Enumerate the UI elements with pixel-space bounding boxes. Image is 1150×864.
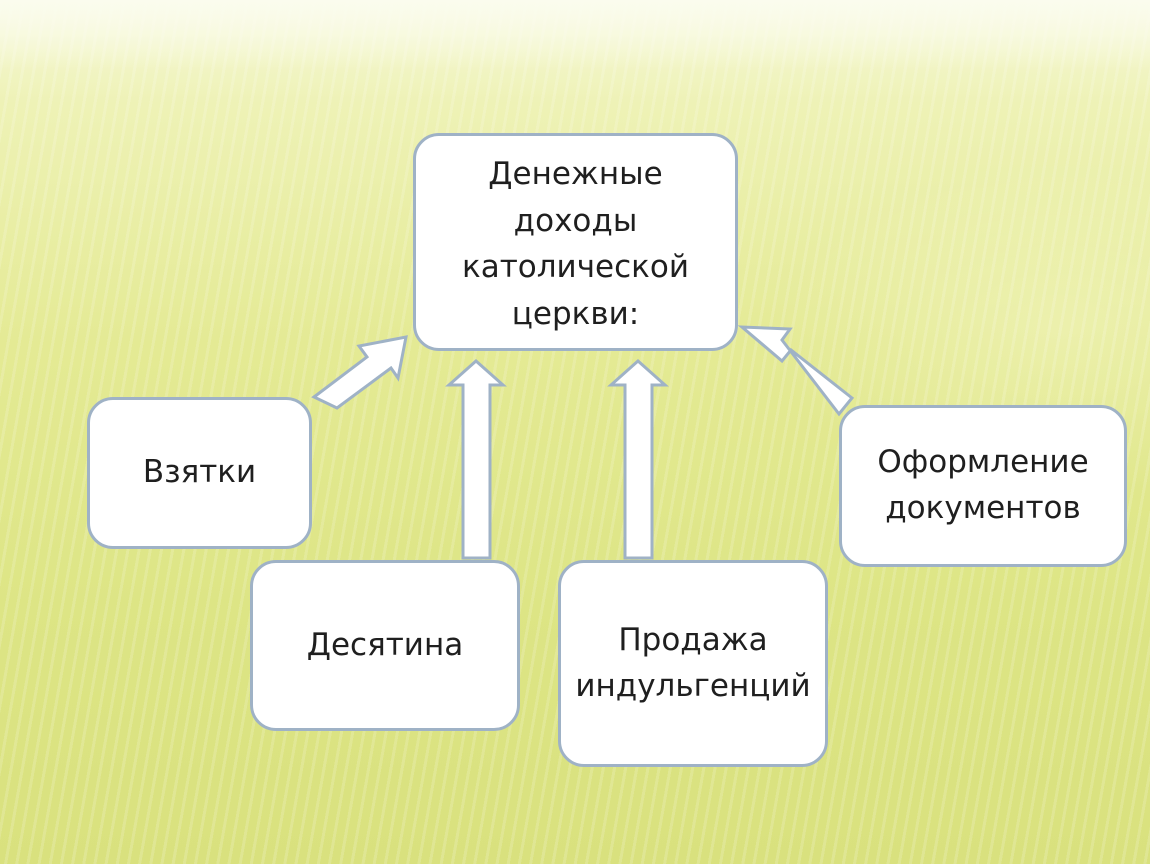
center-node-label: Денежные доходы католической церкви: [462, 156, 689, 332]
arrow-bribes-to-center [311, 335, 408, 410]
source-node-indulgences-label: Продажа индульгенций [575, 621, 811, 704]
center-node-box: Денежные доходы католической церкви: [413, 133, 738, 351]
arrow-tithe-to-center [445, 358, 507, 560]
arrow-documents-to-center [737, 325, 855, 417]
source-node-documents: Оформление документов [839, 405, 1127, 567]
source-node-tithe-label: Десятина [306, 626, 464, 663]
arrow-indulgences-to-center [607, 358, 669, 560]
source-node-bribes: Взятки [87, 397, 312, 549]
source-node-bribes-label: Взятки [142, 454, 257, 491]
source-node-tithe: Десятина [250, 560, 520, 731]
source-node-documents-label: Оформление документов [877, 444, 1089, 526]
source-node-indulgences: Продажа индульгенций [558, 560, 828, 767]
